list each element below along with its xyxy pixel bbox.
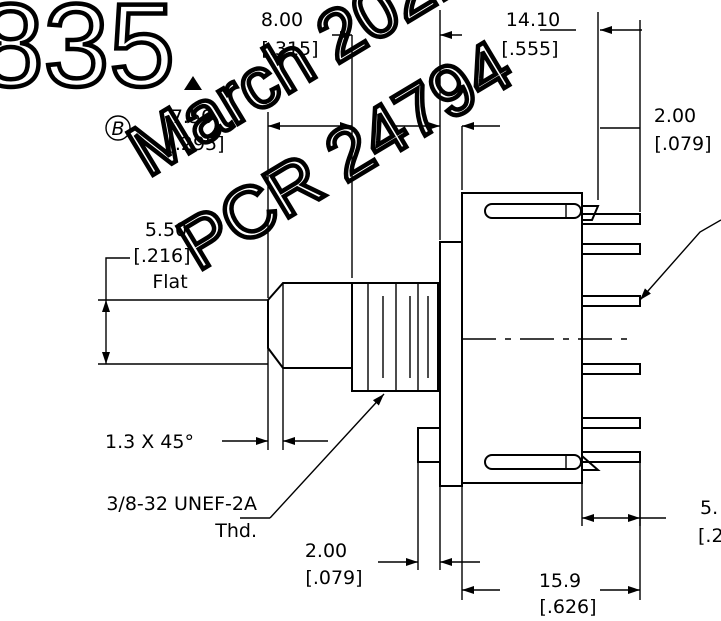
- switch-body-outline: [267, 192, 641, 487]
- thread-spec: 3/8-32 UNEF-2A: [106, 493, 257, 515]
- anti-rotation-tab: [417, 427, 441, 463]
- terminal-pins: [581, 213, 641, 463]
- lower-rivet: [484, 454, 582, 470]
- dimension-labels: 8.00 [.315] 14.10 [.555] 2.00 [.079] 7.5…: [105, 9, 721, 618]
- dim-15-9-mm: 15.9: [539, 570, 581, 592]
- dim-right-inch: [.2: [698, 525, 721, 547]
- watermark-corner-text: 835: [0, 0, 175, 112]
- datum-label: B: [111, 118, 124, 140]
- dim-2-00-top-mm: 2.00: [654, 105, 696, 127]
- dim-14-10-inch: [.555]: [501, 38, 558, 60]
- dim-15-9-inch: [.626]: [539, 596, 596, 618]
- dim-2-00-top-inch: [.079]: [654, 133, 711, 155]
- thread-note: Thd.: [214, 520, 257, 542]
- switch-housing: [461, 192, 583, 484]
- dim-2-00-bottom-inch: [.079]: [305, 567, 362, 589]
- dim-right-mm: 5.: [700, 497, 718, 519]
- actuator-shaft: [267, 282, 352, 369]
- dim-8-00-inch: [.315]: [261, 38, 318, 60]
- dim-flat-inch: [.216]: [133, 245, 190, 267]
- chamfer-label: 1.3 X 45°: [105, 431, 194, 453]
- dim-2-00-bottom-mm: 2.00: [305, 540, 347, 562]
- mounting-frame: [439, 241, 463, 487]
- dimension-lines: [98, 10, 721, 600]
- dim-7-50-inch: [.295]: [167, 133, 224, 155]
- dim-8-00-mm: 8.00: [261, 9, 303, 31]
- dim-flat-note: Flat: [152, 271, 187, 293]
- dim-14-10-mm: 14.10: [506, 9, 560, 31]
- dim-flat-mm: 5.50: [145, 219, 187, 241]
- datum-marker: B: [105, 76, 202, 141]
- upper-rivet: [484, 203, 582, 219]
- revision-triangle-icon: [184, 76, 202, 90]
- threaded-bushing: [351, 282, 439, 392]
- dim-7-50-mm: 7.50: [171, 106, 213, 128]
